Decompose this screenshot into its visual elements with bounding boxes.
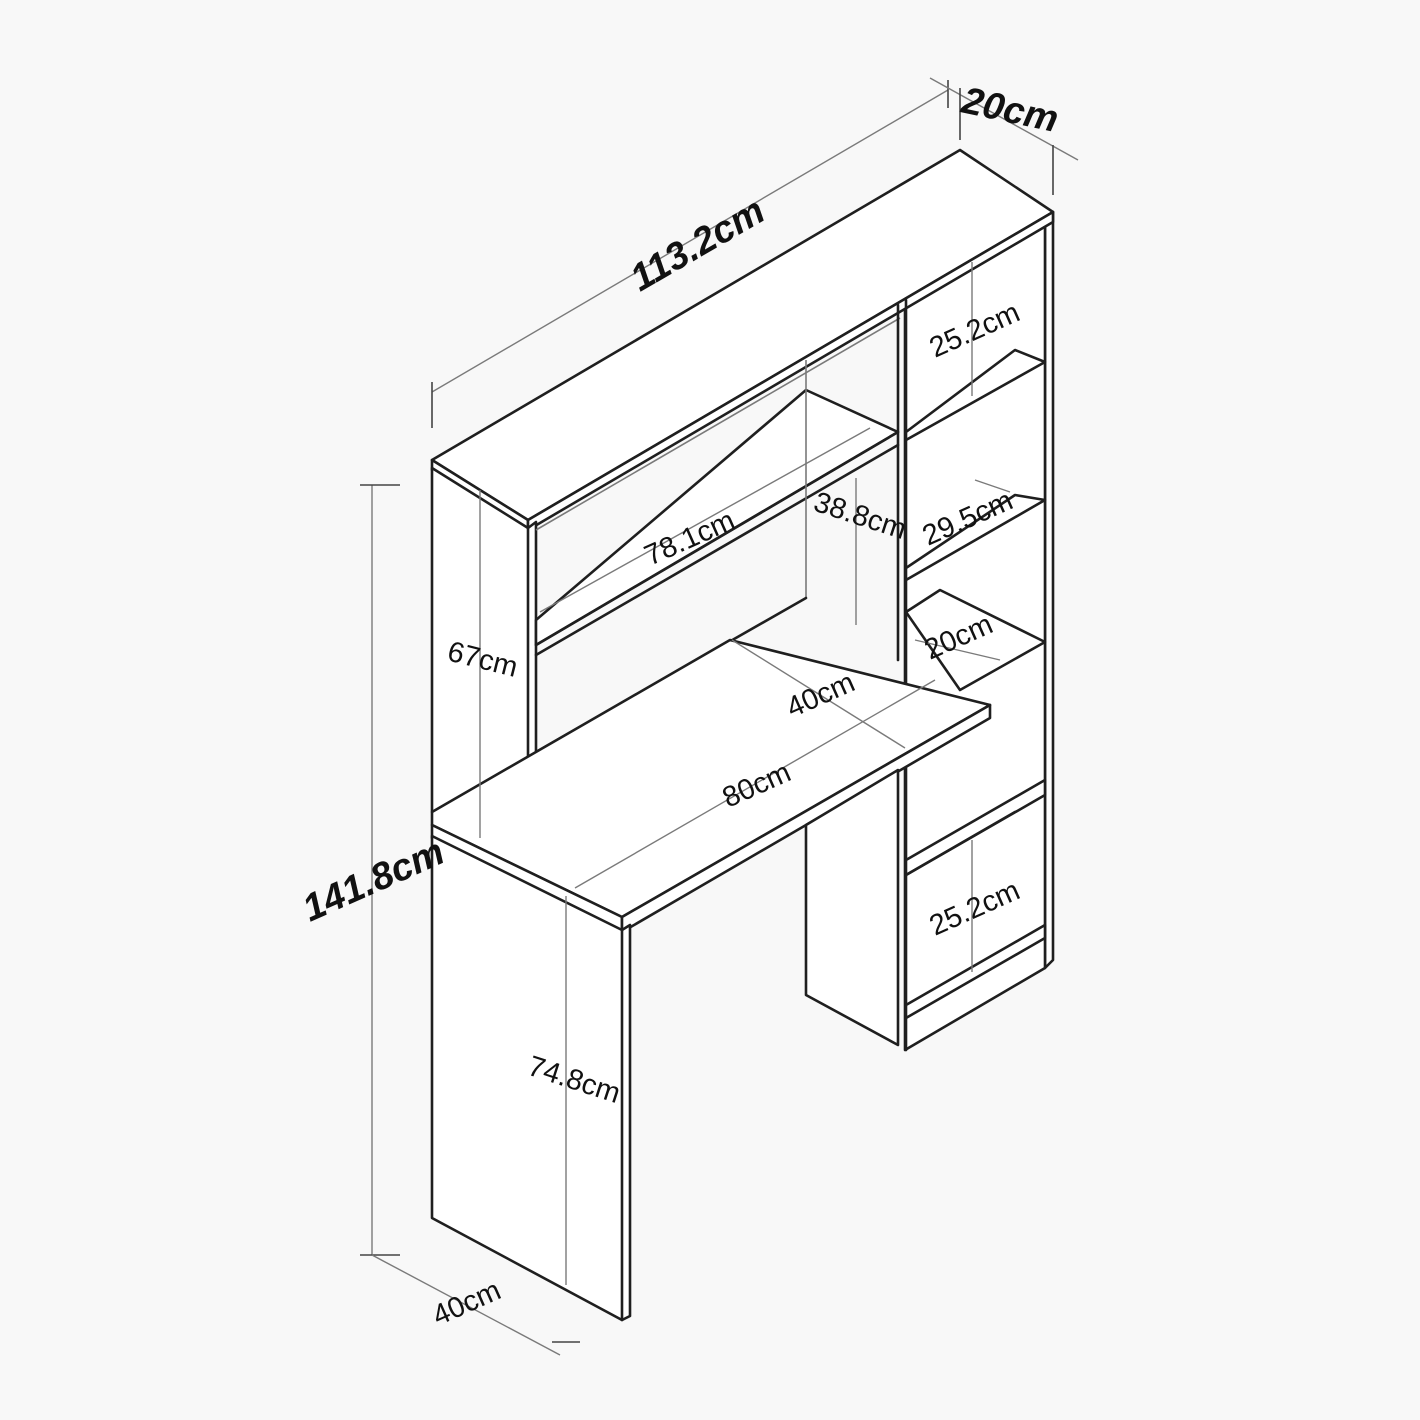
desk-outline — [430, 148, 1055, 1322]
cubby-shelf-3 — [904, 588, 1047, 692]
desk-top-side — [620, 703, 992, 934]
cubby-shelf-2 — [904, 493, 1047, 582]
label-hutch-opening-height: 38.8cm — [810, 486, 910, 546]
hutch-shelf-lower — [534, 443, 900, 657]
lower-shelf-1 — [904, 778, 1047, 877]
label-leg-depth: 40cm — [428, 1274, 506, 1332]
label-overall-height: 141.8cm — [297, 831, 451, 930]
lower-back-line — [904, 810, 1017, 877]
hutch-shelf-front — [534, 430, 900, 647]
label-overall-depth: 20cm — [957, 80, 1062, 141]
hutch-back-line — [535, 317, 901, 531]
lower-tower-front — [804, 768, 900, 1047]
lower-shelf-2 — [904, 923, 1047, 1020]
dimension-lines — [360, 77, 1079, 1356]
cubby-shelf-1 — [904, 348, 1047, 442]
